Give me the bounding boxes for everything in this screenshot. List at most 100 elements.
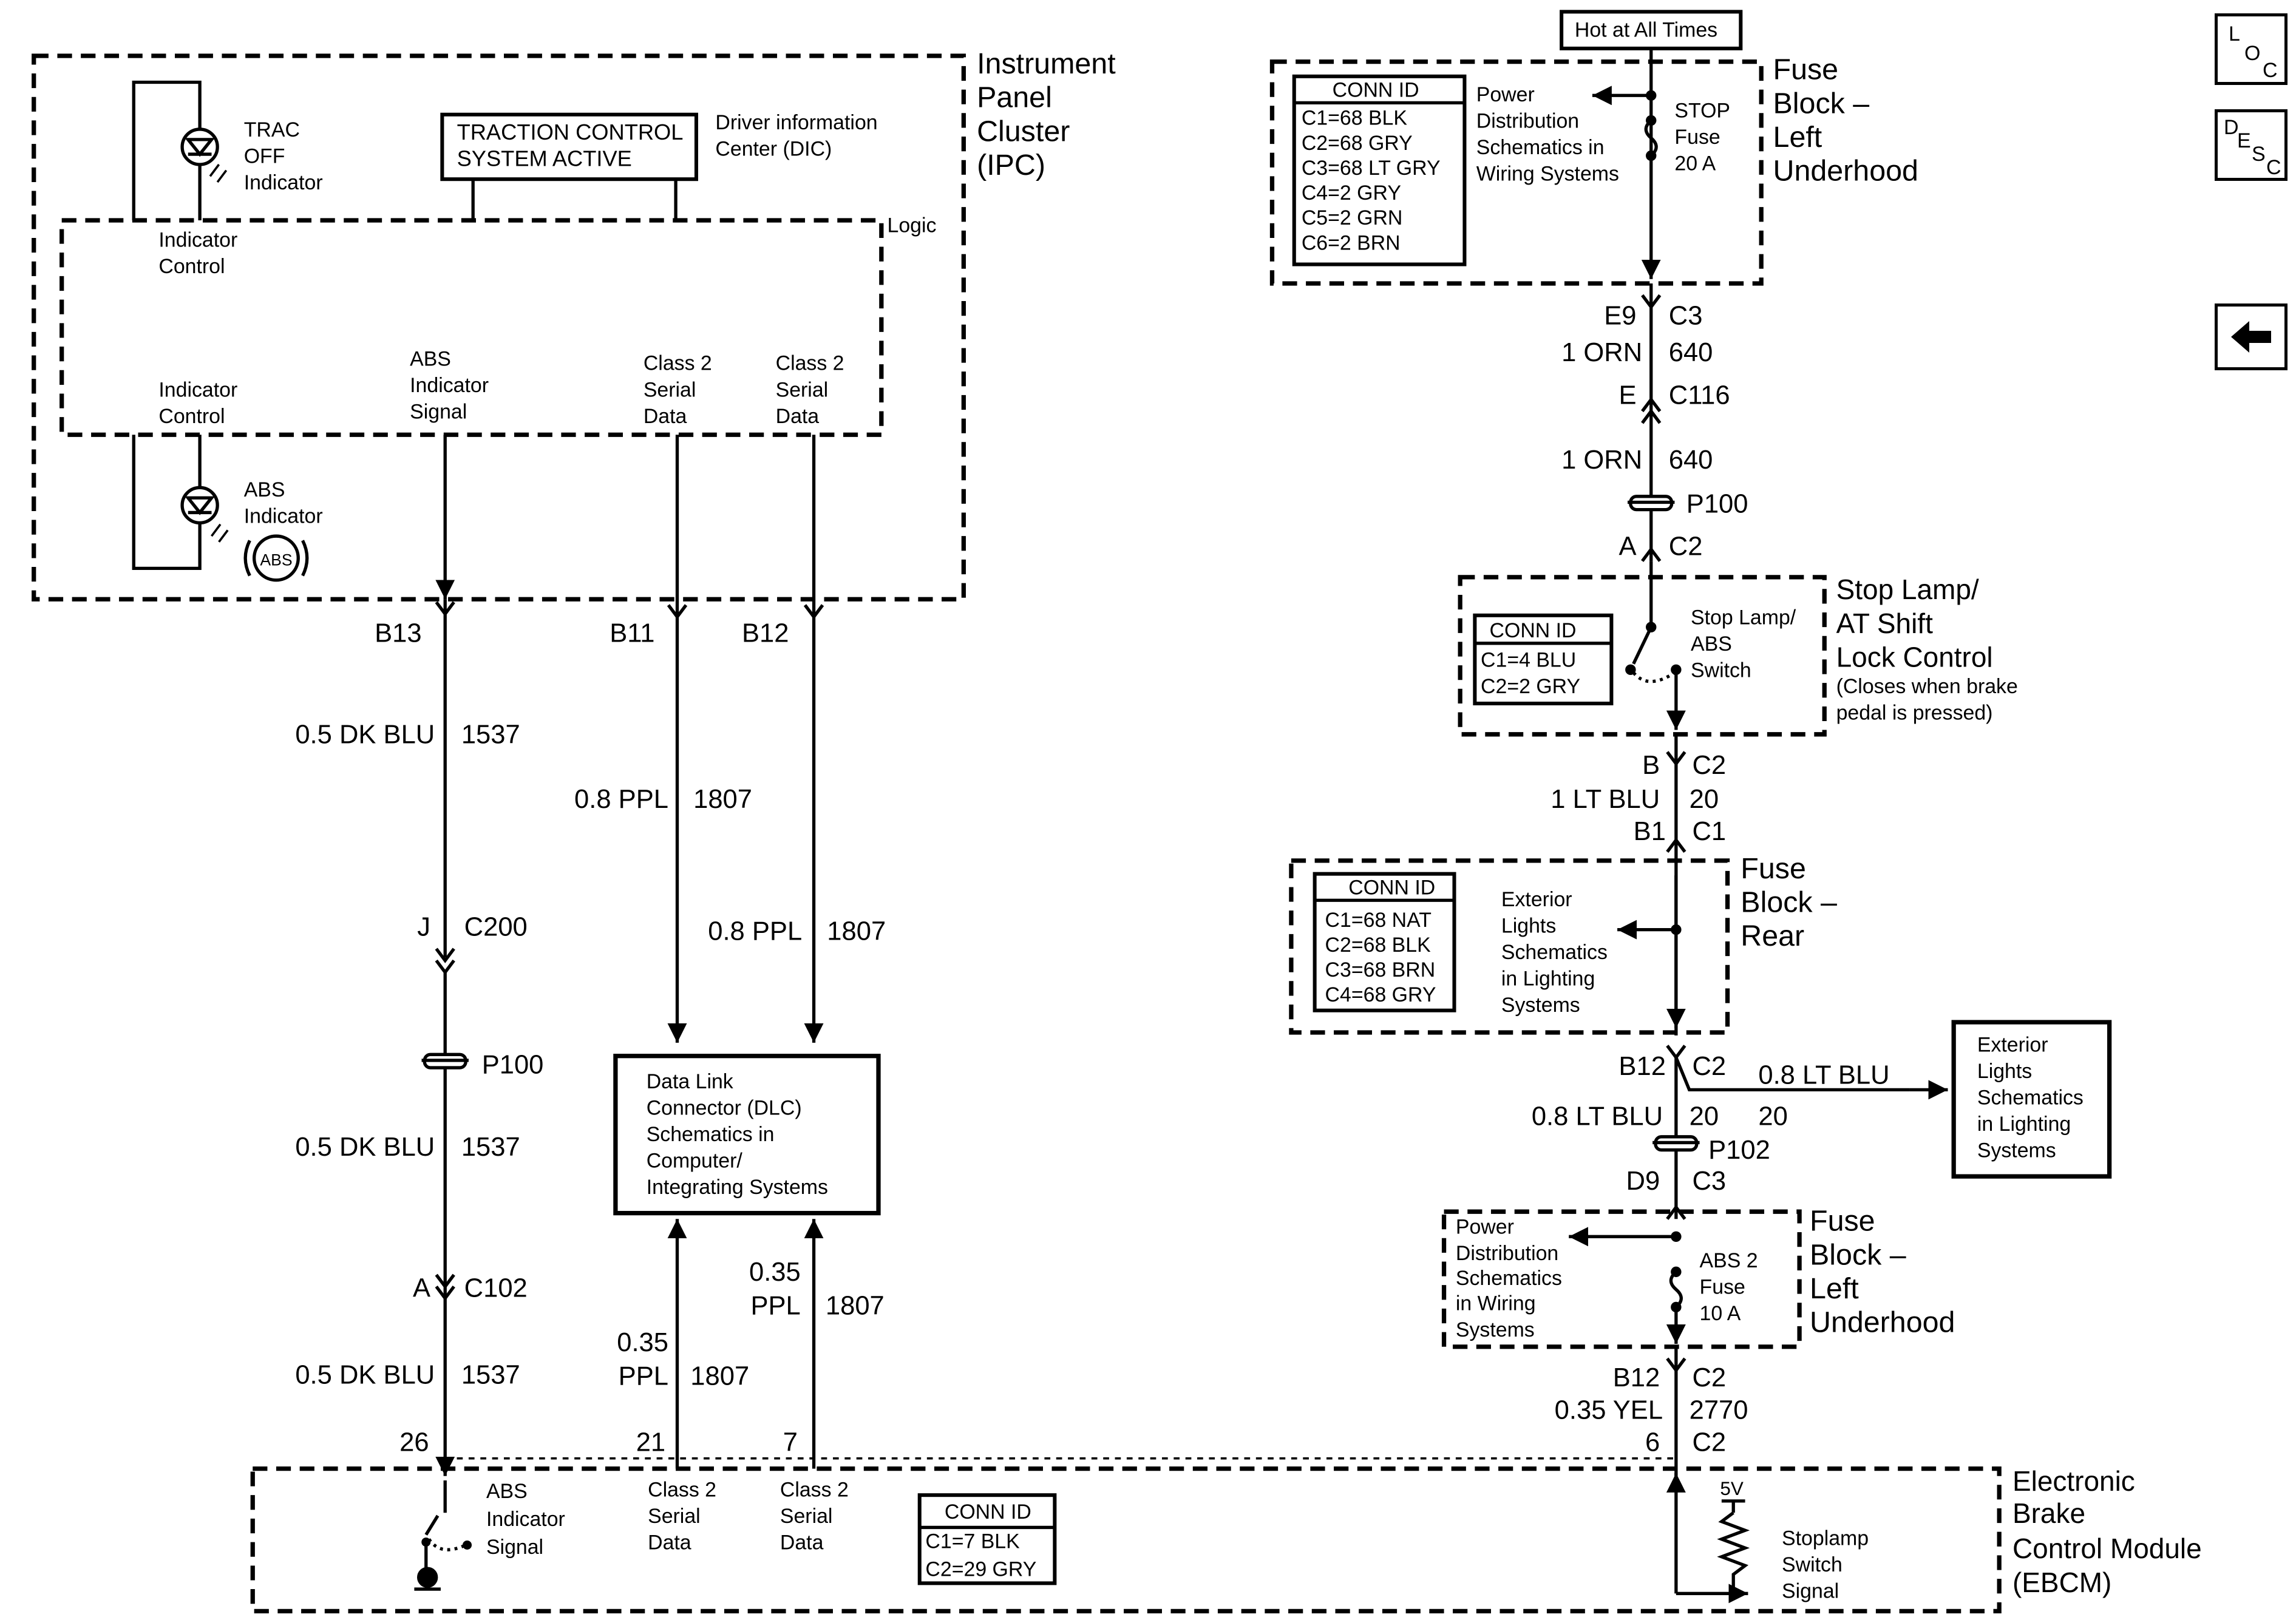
desc-button[interactable]: D E S C <box>2215 109 2288 181</box>
pin-b12c: B12 <box>1613 1363 1660 1392</box>
fbr-conn-box <box>1313 872 1456 1012</box>
pin-21: 21 <box>636 1428 665 1457</box>
trac-off-lamp-icon <box>180 127 219 166</box>
connector-c1: C1 <box>1692 817 1726 846</box>
back-button[interactable] <box>2215 303 2288 370</box>
wire-color-08-right: 0.8 LT BLU <box>1758 1061 1889 1090</box>
pin-b11: B11 <box>610 619 654 648</box>
pin-e: E <box>1618 381 1636 410</box>
wire-color-1537b: 0.5 DK BLU <box>295 1133 435 1162</box>
connector-c2d: C2 <box>1692 1363 1726 1392</box>
loc-button[interactable]: L O C <box>2215 13 2288 85</box>
desc-letter-e: E <box>2237 129 2251 152</box>
ebcm-boundary <box>250 1466 2002 1613</box>
splice-p102: P102 <box>1708 1136 1770 1165</box>
splice-p100-a: P100 <box>482 1051 544 1080</box>
circuit-1807a: 1807 <box>693 785 752 814</box>
wire-color-1807b: 0.8 PPL <box>708 917 802 946</box>
loc-letter-c: C <box>2263 59 2278 82</box>
logic-label: Logic <box>888 214 937 237</box>
pin-b12b: B12 <box>1618 1052 1665 1081</box>
wire-color-1807a: 0.8 PPL <box>574 785 668 814</box>
connector-c2a: C2 <box>1669 532 1703 561</box>
back-arrow-icon <box>2231 321 2271 353</box>
circuit-1537c: 1537 <box>461 1360 520 1389</box>
pin-b13: B13 <box>375 619 421 648</box>
circuit-2770: 2770 <box>1690 1395 1748 1425</box>
desc-letter-d: D <box>2224 116 2239 139</box>
ext-lights-box <box>1951 1020 2112 1179</box>
ground-icon <box>416 1567 438 1588</box>
fuse-block-rear-boundary <box>1289 858 1730 1035</box>
connector-c2b: C2 <box>1692 751 1726 780</box>
wire-color-1537a: 0.5 DK BLU <box>295 720 435 749</box>
connector-c2c: C2 <box>1692 1052 1726 1081</box>
pin-e9: E9 <box>1604 302 1636 331</box>
hot-at-all-times-label: Hot at All Times <box>1575 18 1717 41</box>
pin-j: J <box>417 912 430 941</box>
circuit-20-left: 20 <box>1690 1102 1719 1131</box>
wire-color-035yel: 0.35 YEL <box>1555 1395 1663 1425</box>
pin-b1: B1 <box>1634 817 1666 846</box>
abs2-fuse-icon <box>1669 1270 1683 1309</box>
dlc-box <box>613 1054 881 1216</box>
wire-color-ltblu: 1 LT BLU <box>1550 785 1660 814</box>
connector-c200: C200 <box>464 912 528 941</box>
pin-a2: A <box>1618 532 1636 561</box>
pin-d9: D9 <box>1626 1167 1660 1196</box>
connector-c116: C116 <box>1669 381 1730 410</box>
ipc-boundary <box>32 53 966 602</box>
pin-b12: B12 <box>742 619 789 648</box>
ipc-logic-boundary <box>59 218 884 437</box>
loc-letter-o: O <box>2244 42 2261 65</box>
circuit-640b: 640 <box>1669 446 1713 475</box>
fuse-block-left-boundary <box>1269 59 1764 286</box>
connector-c3b: C3 <box>1692 1167 1726 1196</box>
abs-symbol-icon <box>253 534 300 582</box>
stop-fuse-icon <box>1644 119 1658 157</box>
pin-6: 6 <box>1645 1428 1660 1457</box>
connector-c102: C102 <box>464 1274 528 1303</box>
stop-lamp-boundary <box>1458 575 1827 737</box>
fb-conn-box <box>1292 74 1467 266</box>
circuit-1807d: 1807 <box>826 1292 885 1321</box>
pin-a: A <box>413 1274 430 1303</box>
dic-box <box>440 112 698 181</box>
abs-lamp-icon <box>180 486 219 525</box>
sl-conn-box <box>1473 613 1614 706</box>
circuit-1537a: 1537 <box>461 720 520 749</box>
pin-b: B <box>1642 751 1660 780</box>
splice-p100-b: P100 <box>1686 489 1748 518</box>
wire-color-orn1: 1 ORN <box>1561 338 1642 367</box>
circuit-640a: 640 <box>1669 338 1713 367</box>
wire-color-orn2: 1 ORN <box>1561 446 1642 475</box>
circuit-1807c: 1807 <box>690 1362 749 1391</box>
